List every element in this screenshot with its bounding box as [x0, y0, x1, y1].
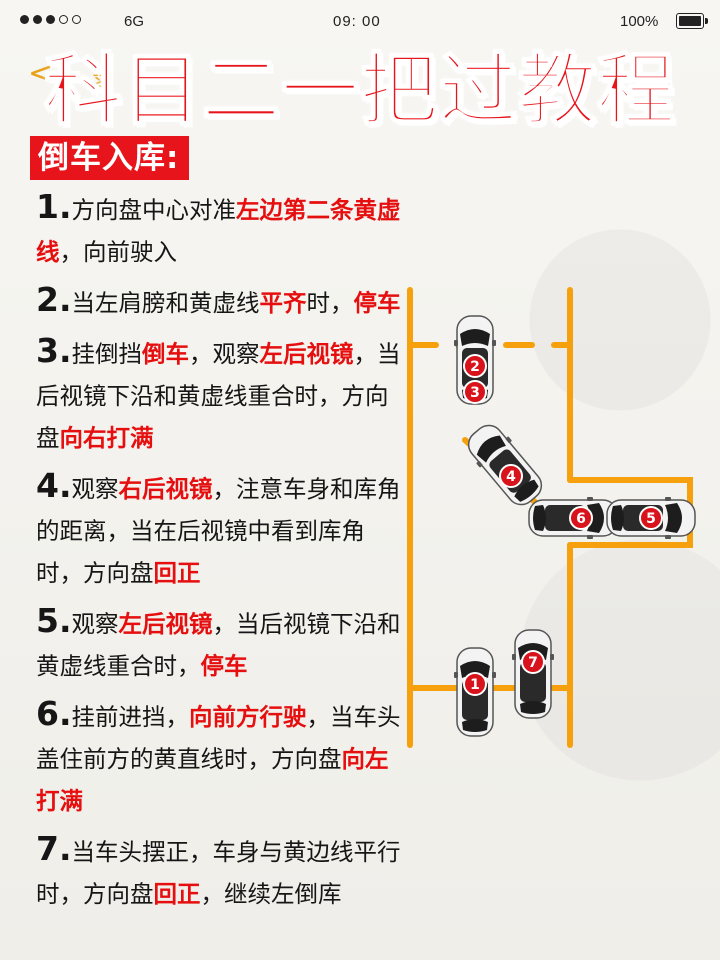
parking-diagram: 1 2 3 4 5 6 7 — [407, 287, 696, 748]
page-title: 科目二一把过教程 — [43, 45, 676, 137]
step-highlight: 向左打满 — [36, 745, 389, 815]
car-badge-label: 5 — [646, 511, 656, 527]
section-label: 倒车入库: — [30, 136, 190, 180]
step-highlight: 左后视镜 — [118, 610, 213, 638]
battery-icon — [676, 13, 708, 29]
car-badge-circle — [463, 354, 487, 378]
car-badge-circle — [463, 672, 487, 696]
step-text: 时， — [306, 289, 354, 317]
back-chevron-icon[interactable]: < — [28, 56, 54, 91]
status-time: 09: 00 — [333, 13, 381, 30]
step-highlight: 停车 — [200, 652, 248, 680]
car-badge-label: 4 — [506, 469, 516, 485]
step-7: 7.当车头摆正，车身与黄边线平行时，方向盘回正，继续左倒库 — [36, 828, 408, 915]
signal-strength-icon — [20, 15, 81, 24]
car-badge-circle — [463, 380, 487, 404]
car-badges: 1 2 3 4 5 6 7 — [463, 354, 663, 696]
car-badge-circle — [569, 506, 593, 530]
step-text: ，注意车身和库角的距离，当在后视镜中看到库角时，方向盘 — [36, 475, 401, 587]
step-number: 5. — [36, 601, 72, 640]
step-text: 当车头摆正，车身与黄边线平行时，方向盘 — [36, 838, 401, 908]
step-text: ，当后视镜下沿和黄虚线重合时， — [36, 610, 401, 680]
more-icon[interactable] — [650, 60, 670, 92]
step-2: 2.当左肩膀和黄虚线平齐时，停车 — [36, 279, 408, 324]
step-text: ，向前驶入 — [59, 238, 178, 266]
step-highlight: 向右打满 — [59, 424, 154, 452]
car-4 — [459, 417, 551, 513]
car-badge-label: 1 — [470, 677, 480, 693]
car-badge-circle — [639, 506, 663, 530]
step-text: 方向盘中心对准 — [71, 196, 237, 224]
step-highlight: 左后视镜 — [259, 340, 354, 368]
step-highlight: 右后视镜 — [118, 475, 213, 503]
step-4: 4.观察右后视镜，注意车身和库角的距离，当在后视镜中看到库角时，方向盘回正 — [36, 465, 408, 594]
status-bar: 6G 09: 00 100% — [0, 0, 720, 44]
car-badge-label: 7 — [528, 655, 538, 671]
step-text: ，观察 — [189, 340, 260, 368]
step-highlight: 倒车 — [142, 340, 189, 368]
step-number: 4. — [36, 466, 72, 505]
step-text: 观察 — [71, 475, 119, 503]
car-badge-label: 3 — [470, 385, 480, 401]
step-text: ，当后视镜下沿和黄虚线重合时，方向盘 — [36, 340, 401, 452]
step-text: ，当车头盖住前方的黄直线时，方向盘 — [36, 703, 401, 773]
battery-percentage: 100% — [620, 13, 659, 30]
step-text: ，继续左倒库 — [200, 880, 342, 908]
step-number: 7. — [36, 829, 72, 868]
step-highlight: 平齐 — [259, 289, 307, 317]
step-text: 挂倒挡 — [71, 340, 143, 368]
step-3: 3.挂倒挡倒车，观察左后视镜，当后视镜下沿和黄虚线重合时，方向盘向右打满 — [36, 330, 408, 459]
car-badge-circle — [499, 464, 523, 488]
step-highlight: 停车 — [353, 289, 401, 317]
step-highlight: 回正 — [153, 880, 201, 908]
car-badge-label: 6 — [576, 511, 586, 527]
step-number: 2. — [36, 280, 72, 319]
back-label[interactable]: 录 — [92, 66, 115, 91]
step-highlight: 回正 — [153, 559, 201, 587]
step-text: 当左肩膀和黄虚线 — [71, 289, 260, 317]
car-badge-circle — [521, 650, 545, 674]
step-highlight: 左边第二条黄虚线 — [36, 196, 401, 266]
step-number: 1. — [36, 187, 72, 226]
car-badge-label: 2 — [470, 359, 480, 375]
step-1: 1.方向盘中心对准左边第二条黄虚线，向前驶入 — [36, 186, 408, 273]
step-number: 6. — [36, 694, 72, 733]
step-text: 观察 — [71, 610, 119, 638]
step-highlight: 向前方行驶 — [189, 703, 307, 731]
step-text: 挂前进挡， — [71, 703, 190, 731]
step-5: 5.观察左后视镜，当后视镜下沿和黄虚线重合时，停车 — [36, 600, 408, 687]
step-number: 3. — [36, 331, 72, 370]
step-6: 6.挂前进挡，向前方行驶，当车头盖住前方的黄直线时，方向盘向左打满 — [36, 693, 408, 822]
network-type: 6G — [124, 13, 145, 30]
